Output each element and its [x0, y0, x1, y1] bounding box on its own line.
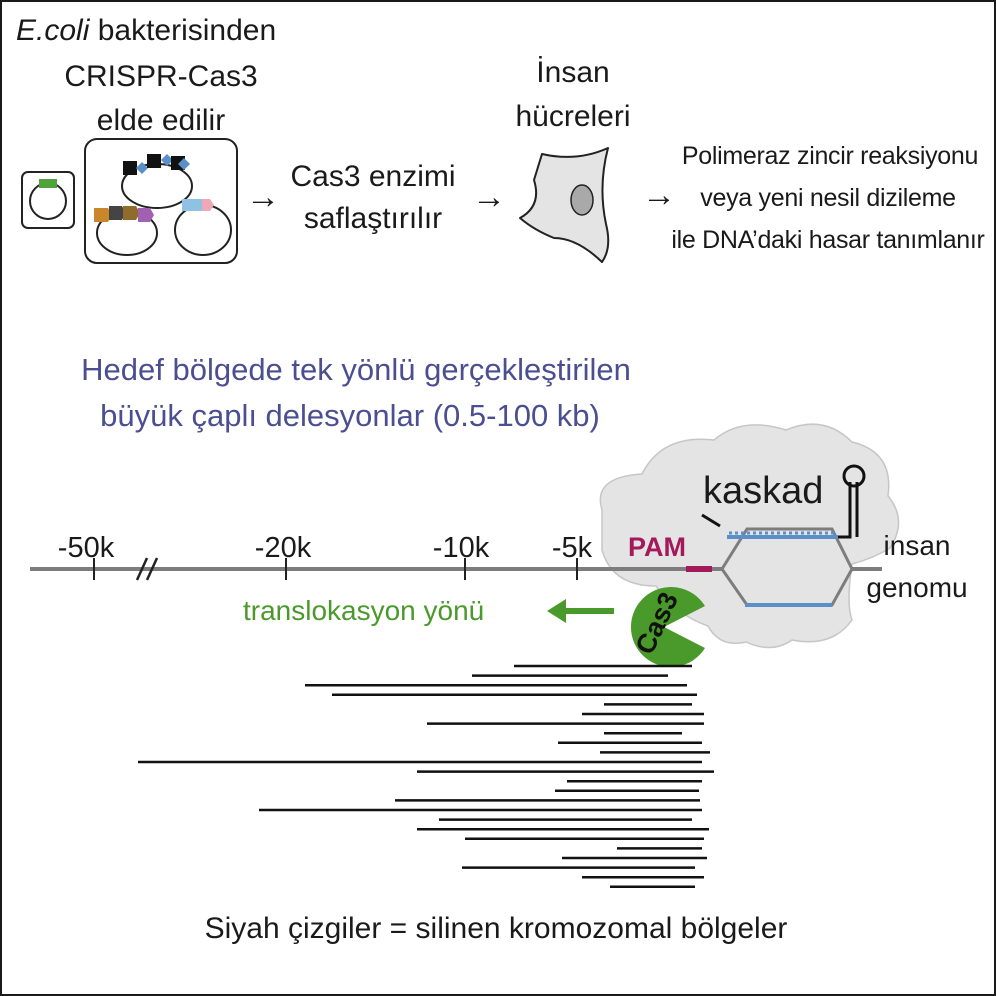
step1-line3: elde edilir	[96, 104, 226, 137]
tick-label-5k: -5k	[551, 532, 593, 564]
tick-label-50k: -50k	[57, 532, 115, 564]
deletion-lines	[138, 664, 714, 889]
ecoli-label: E.coli	[16, 14, 90, 47]
genome-label-line2: genomu	[866, 572, 968, 603]
rloop-top	[720, 527, 854, 570]
crrna-stem	[838, 482, 859, 539]
step4-line3: ile DNA’daki hasar tanımlanır	[671, 226, 985, 254]
small-plasmid-gene	[39, 179, 57, 188]
cascade-gene-blue	[182, 199, 202, 211]
translocation-arrow-head	[547, 599, 566, 623]
crrna-5-handle	[701, 513, 721, 528]
deletions-caption: Siyah çizgiler = silinen kromozomal bölg…	[204, 912, 788, 945]
cell-nucleus	[570, 184, 594, 216]
step3-line2: hücreleri	[515, 100, 631, 133]
kaskad-label: kaskad	[703, 470, 824, 512]
bacteria-label: bakterisinden	[89, 14, 277, 47]
step4-line2: veya yeni nesil dizileme	[700, 184, 956, 212]
cas-genes	[94, 206, 154, 222]
arrow-3: →	[642, 176, 676, 214]
genome-label-line1: insan	[883, 530, 951, 561]
crispr-array	[123, 154, 190, 175]
step3-line1: İnsan	[536, 56, 610, 89]
tick-label-20k: -20k	[254, 532, 312, 564]
cascade-gene-pink	[202, 199, 214, 211]
pam-label: PAM	[628, 532, 686, 562]
human-cell	[519, 147, 610, 263]
deletion-title-line1: Hedef bölgede tek yönlü gerçekleştirilen	[81, 352, 631, 387]
axis-break-2	[145, 557, 159, 581]
step1-line1: E.coli bakterisinden	[16, 16, 276, 46]
arrow-1: →	[246, 178, 280, 216]
axis-break-1	[135, 557, 149, 581]
deletion-title-line2: büyük çaplı delesyonlar (0.5-100 kb)	[100, 398, 600, 433]
step2-line1: Cas3 enzimi	[290, 160, 456, 193]
cas3-enzyme	[630, 587, 705, 667]
translocation-label: translokasyon yönü	[243, 595, 485, 626]
step4-line1: Polimeraz zincir reaksiyonu	[681, 142, 979, 170]
tick-label-10k: -10k	[432, 532, 490, 564]
crrna-hairpin-loop	[842, 464, 866, 488]
step2-line2: saflaştırılır	[303, 202, 443, 235]
step1-line2: CRISPR-Cas3	[64, 60, 258, 93]
arrow-2: →	[472, 178, 506, 216]
